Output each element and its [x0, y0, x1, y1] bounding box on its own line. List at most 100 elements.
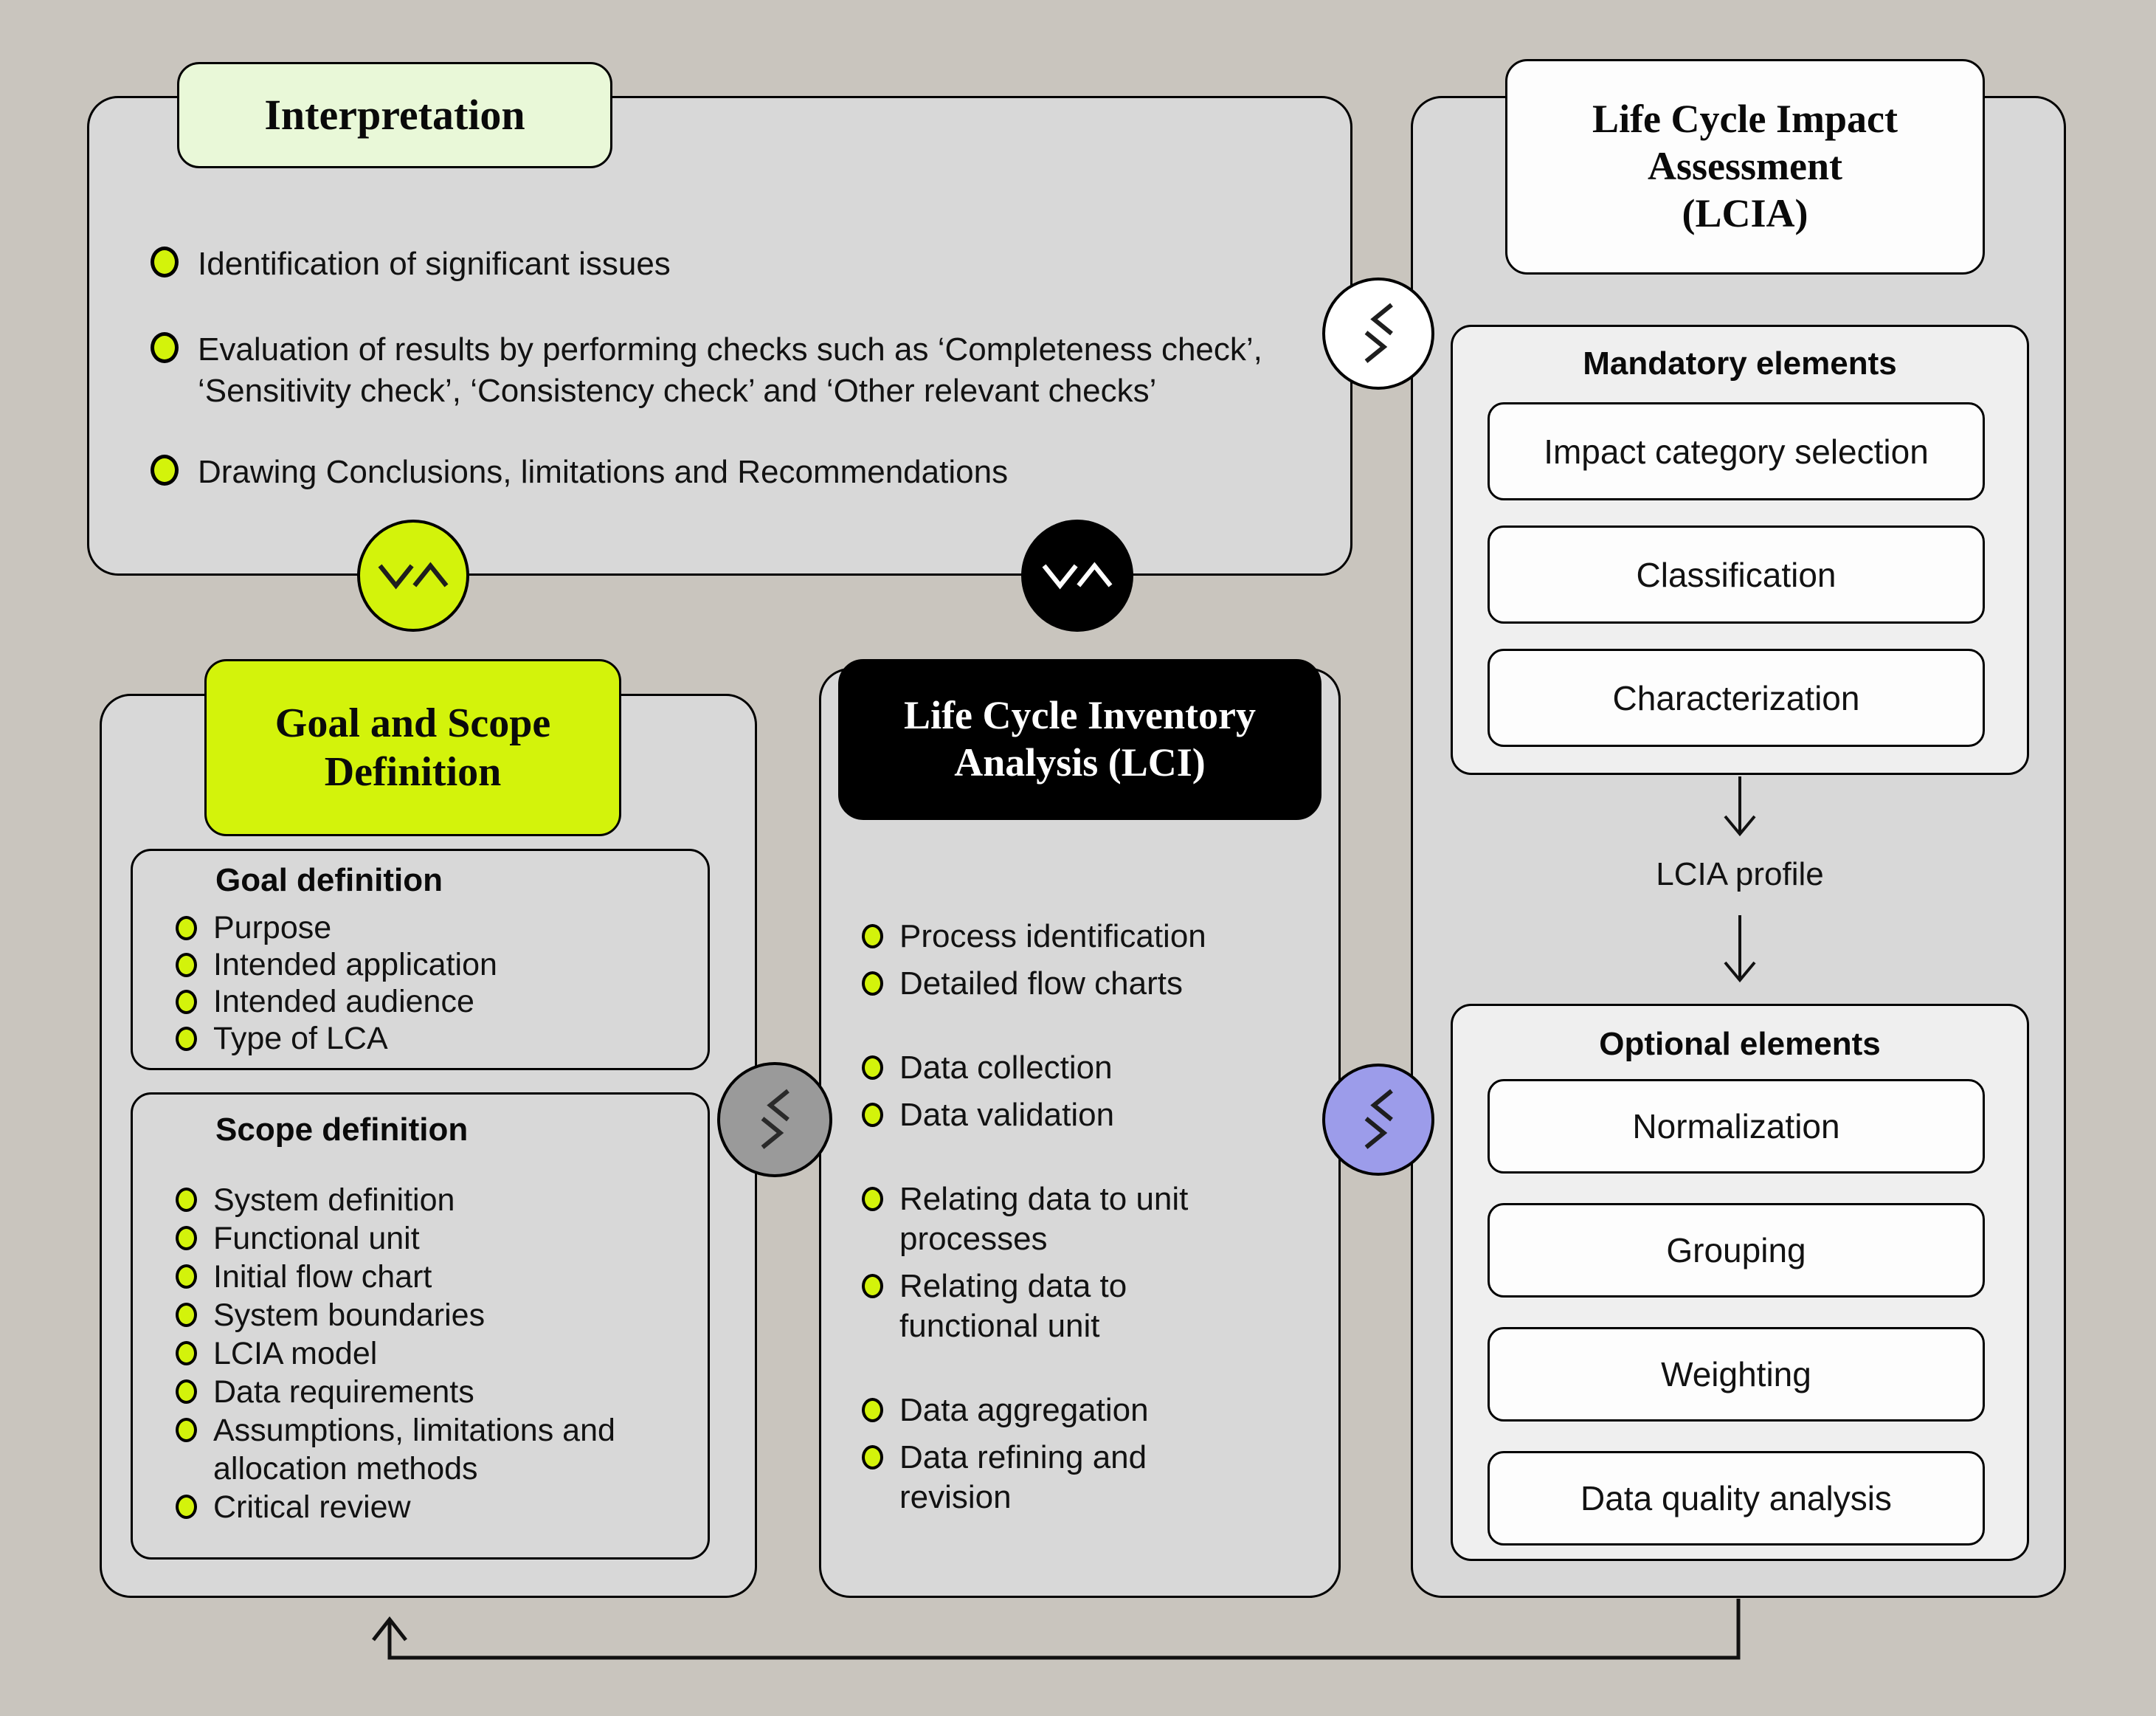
bullet-icon [862, 1445, 883, 1469]
lci-title: Life Cycle Inventory Analysis (LCI) [838, 659, 1321, 820]
scope-definition-box [131, 1092, 710, 1560]
grouping-box: Grouping [1488, 1203, 1985, 1298]
list-item: Data validation [862, 1095, 1305, 1135]
bullet-icon [151, 455, 179, 486]
list-item-text: Assumptions, limitations and allocation … [213, 1413, 615, 1486]
characterization-box: Characterization [1488, 649, 1985, 747]
list-item-text: Intended audience [213, 984, 474, 1019]
interpretation-list: Identification of significant issues Eva… [151, 244, 1331, 493]
interpretation-title-text: Interpretation [264, 90, 525, 139]
list-item-text: Drawing Conclusions, limitations and Rec… [198, 454, 1009, 490]
bullet-icon [862, 1274, 883, 1298]
list-item-text: Data validation [899, 1097, 1115, 1133]
goal-definition-heading: Goal definition [215, 862, 443, 898]
list-item: Relating data to unit processes [862, 1179, 1305, 1259]
bullet-icon [176, 1027, 197, 1051]
list-item: Purpose [176, 909, 692, 946]
classification-box: Classification [1488, 526, 1985, 624]
impact-category-selection-box: Impact category selection [1488, 402, 1985, 500]
goal-scope-title-text: Goal and Scope Definition [274, 700, 551, 795]
chevron-down-up-icon [1042, 562, 1113, 590]
list-item-text: Intended application [213, 947, 497, 982]
bullet-icon [176, 1495, 197, 1519]
list-item-text: Critical review [213, 1489, 411, 1525]
bullet-icon [176, 1303, 197, 1327]
list-item-text: Type of LCA [213, 1021, 388, 1056]
bullet-icon [176, 1264, 197, 1289]
lci-title-text: Life Cycle Inventory Analysis (LCI) [904, 693, 1256, 785]
list-item: Intended application [176, 946, 692, 983]
list-item-text: Detailed flow charts [899, 965, 1183, 1002]
list-item-text: Relating data to unit processes [899, 1181, 1189, 1257]
lcia-title-text: Life Cycle Impact Assessment (LCIA) [1592, 97, 1898, 235]
list-item: Type of LCA [176, 1020, 692, 1057]
lci-panel [819, 668, 1341, 1598]
goal-definition-list: Purpose Intended application Intended au… [176, 909, 692, 1057]
bullet-icon [176, 1379, 197, 1404]
list-item-text: LCIA model [213, 1336, 378, 1371]
list-item: Identification of significant issues [151, 244, 1331, 285]
mandatory-elements-heading: Mandatory elements [1583, 345, 1897, 382]
list-item: Assumptions, limitations and allocation … [176, 1411, 707, 1488]
list-item: Data aggregation [862, 1391, 1305, 1430]
lcia-title: Life Cycle Impact Assessment (LCIA) [1505, 59, 1985, 275]
bullet-icon [176, 1188, 197, 1212]
bullet-icon [862, 924, 883, 948]
list-item-text: Functional unit [213, 1221, 420, 1256]
lcia-profile-label: LCIA profile [1656, 856, 1824, 892]
bullet-icon [862, 1398, 883, 1422]
bullet-icon [176, 1226, 197, 1250]
list-item-text: Process identification [899, 918, 1206, 954]
list-item-text: Purpose [213, 910, 332, 945]
bullet-icon [176, 953, 197, 977]
bullet-icon [176, 990, 197, 1014]
list-item: Relating data to functional unit [862, 1267, 1305, 1346]
list-item-text: System boundaries [213, 1298, 486, 1333]
list-item-text: Evaluation of results by performing chec… [198, 331, 1262, 409]
double-chevron-horizontal-icon [1322, 1064, 1434, 1176]
list-item: Data refining and revision [862, 1438, 1305, 1517]
chevron-left-right-icon [1364, 1089, 1393, 1149]
bullet-icon [176, 1341, 197, 1365]
optional-elements-heading: Optional elements [1599, 1026, 1881, 1062]
list-item-text: System definition [213, 1182, 455, 1218]
list-item: Intended audience [176, 983, 692, 1020]
bullet-icon [151, 247, 179, 278]
list-item: Data requirements [176, 1373, 707, 1411]
list-item-text: Relating data to functional unit [899, 1268, 1127, 1344]
interpretation-panel [87, 96, 1352, 576]
double-chevron-horizontal-icon [1322, 278, 1434, 390]
list-item: Process identification [862, 917, 1305, 957]
double-chevron-horizontal-icon [717, 1062, 832, 1177]
scope-definition-list: System definition Functional unit Initia… [176, 1181, 707, 1526]
feedback-arrow-lcia-to-goal-scope [372, 1599, 1741, 1660]
chevron-left-right-icon [761, 1089, 790, 1149]
normalization-box: Normalization [1488, 1079, 1985, 1174]
bullet-icon [176, 1418, 197, 1442]
bullet-icon [151, 332, 179, 363]
list-item: Critical review [176, 1488, 707, 1526]
list-item: Initial flow chart [176, 1258, 707, 1296]
bullet-icon [862, 971, 883, 996]
list-item-text: Initial flow chart [213, 1259, 432, 1295]
list-item: Evaluation of results by performing chec… [151, 329, 1331, 412]
weighting-box: Weighting [1488, 1327, 1985, 1422]
list-item: System definition [176, 1181, 707, 1219]
lci-list: Process identification Detailed flow cha… [862, 917, 1305, 1525]
bullet-icon [176, 916, 197, 940]
double-chevron-vertical-icon [1021, 520, 1133, 632]
double-chevron-vertical-icon [357, 520, 469, 632]
chevron-left-right-icon [1364, 303, 1393, 363]
bullet-icon [862, 1103, 883, 1127]
scope-definition-heading: Scope definition [215, 1112, 469, 1148]
chevron-down-up-icon [378, 562, 449, 590]
list-item: Functional unit [176, 1219, 707, 1258]
goal-scope-title: Goal and Scope Definition [204, 659, 621, 836]
interpretation-title: Interpretation [177, 62, 612, 168]
list-item: LCIA model [176, 1334, 707, 1373]
list-item-text: Data collection [899, 1050, 1113, 1086]
list-item: Detailed flow charts [862, 964, 1305, 1004]
list-item: System boundaries [176, 1296, 707, 1334]
list-item: Data collection [862, 1048, 1305, 1088]
